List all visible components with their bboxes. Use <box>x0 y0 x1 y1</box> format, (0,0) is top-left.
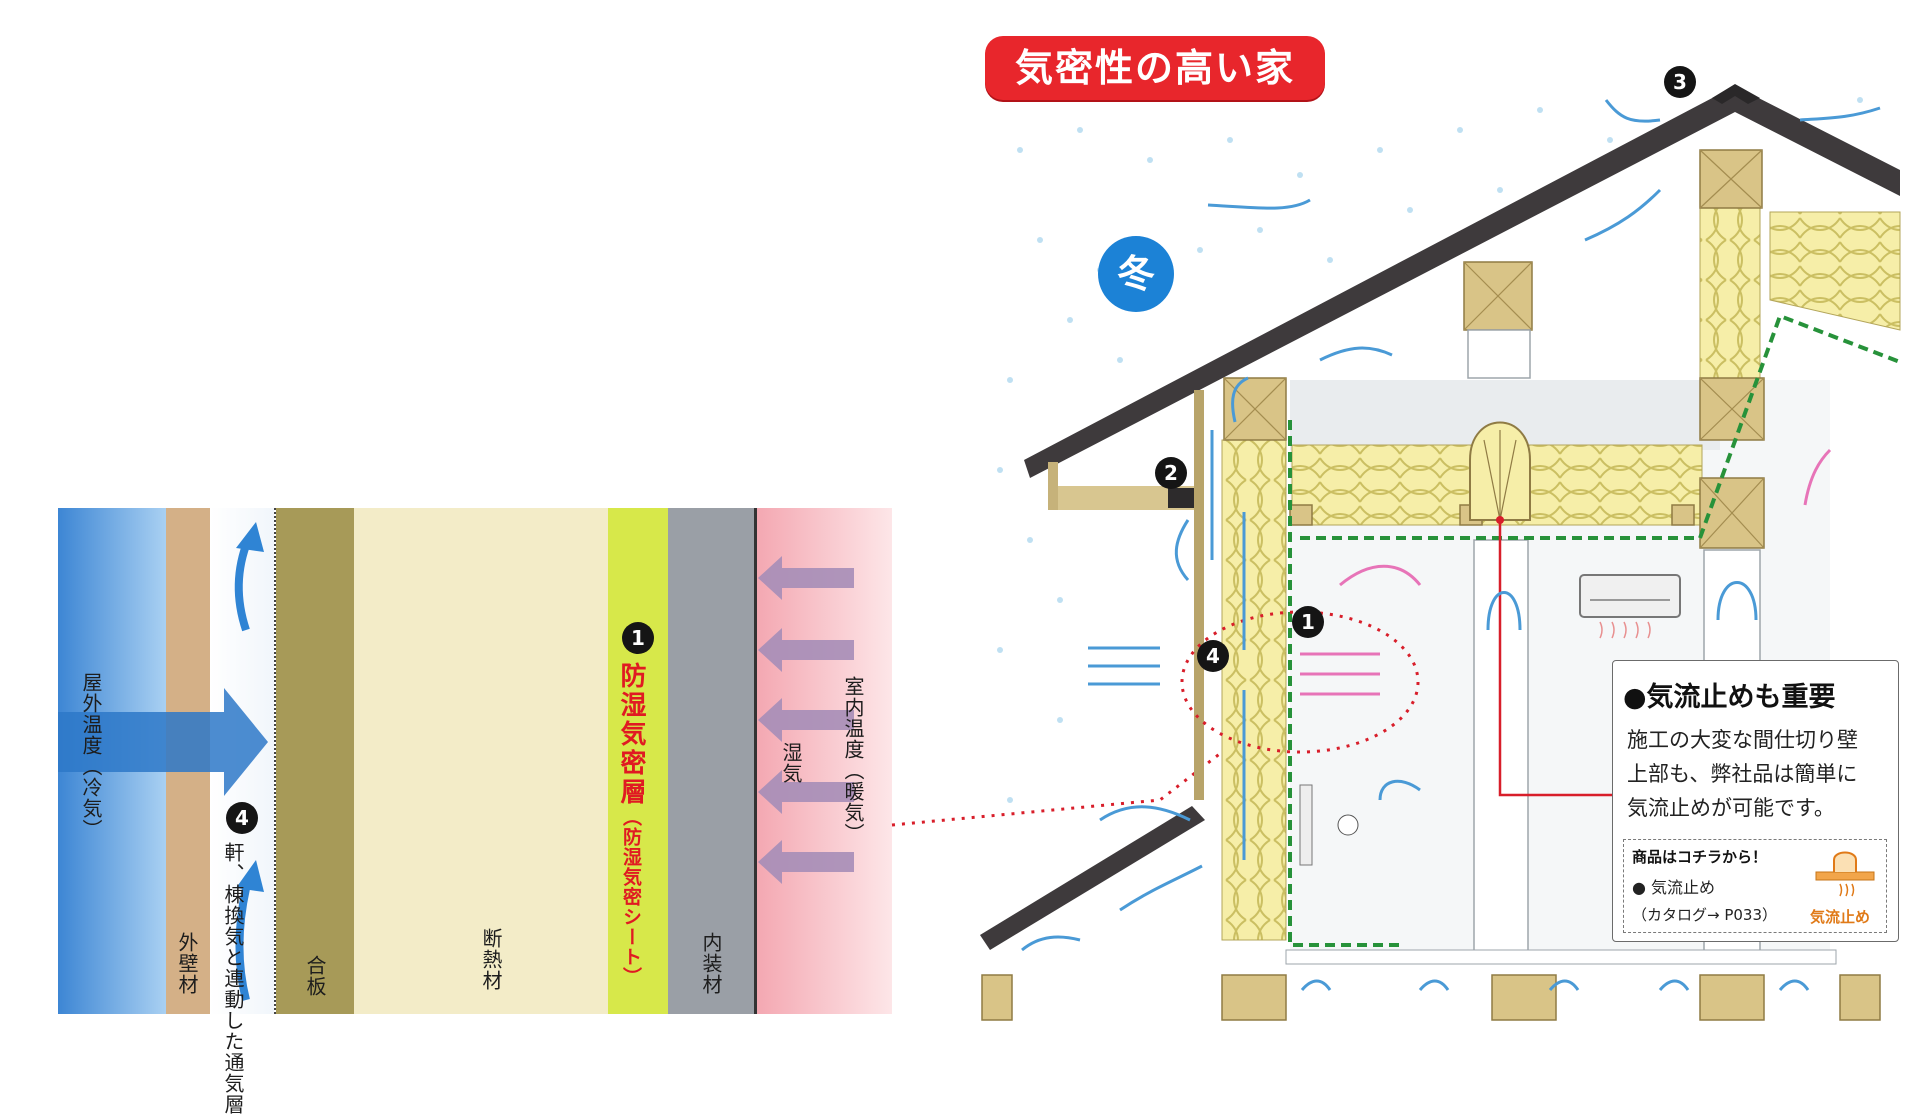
plywood-layer <box>276 508 354 1014</box>
detail-ellipse <box>1180 610 1420 754</box>
exterior-material-label: 外壁材 <box>175 932 199 995</box>
product-box[interactable]: 商品はコチラから！ ● 気流止め （カタログ→ P033） 気流止め <box>1623 839 1887 933</box>
outdoor-temp-label: 屋外温度（冷気） <box>79 672 103 840</box>
humidity-arrows <box>758 556 854 884</box>
product-item[interactable]: ● 気流止め <box>1632 878 1716 897</box>
marker-2: 2 <box>1164 461 1178 485</box>
marker-4-left: 4 <box>226 802 258 834</box>
pink-airflow-arrows <box>1300 448 1832 696</box>
interior-material-label: 内装材 <box>699 932 723 995</box>
ventilation-up-arrow-lower <box>235 879 252 1001</box>
info-title: ●気流止めも重要 <box>1623 682 1836 713</box>
info-body: 施工の大変な間仕切り壁 上部も、弊社品は簡単に 気流止めが可能です。 <box>1627 723 1889 825</box>
products-header: 商品はコチラから！ <box>1632 848 1768 866</box>
snow-dots <box>997 97 1863 803</box>
marker-1: 1 <box>1301 610 1315 634</box>
marker-1-left: 1 <box>622 622 654 654</box>
info-line-1: 施工の大変な間仕切り壁 <box>1627 728 1858 752</box>
info-line-2: 上部も、弊社品は簡単に <box>1627 762 1858 786</box>
info-box: ●気流止めも重要 施工の大変な間仕切り壁 上部も、弊社品は簡単に 気流止めが可能… <box>1612 660 1899 942</box>
marker-3: 3 <box>1673 70 1687 94</box>
airflow-stop-product-icon <box>1815 851 1875 897</box>
moisture-barrier-text: 防湿気密層 <box>616 662 646 807</box>
moisture-barrier-label: 防湿気密層（防湿気密シート） <box>616 662 646 987</box>
wall-section-arrows <box>58 522 1236 1001</box>
insulation-layer <box>354 508 608 1014</box>
season-badge: 冬 <box>1098 236 1174 312</box>
moisture-barrier-layer <box>608 508 668 1014</box>
marker-4: 4 <box>1206 644 1220 668</box>
house-diagram: 2 3 4 1 <box>980 66 1901 1021</box>
plywood-label: 合板 <box>303 955 327 997</box>
catalog-ref: （カタログ→ P033） <box>1632 906 1778 924</box>
lower-roof <box>980 806 1205 950</box>
indoor-temp-label: 室内温度（暖気） <box>841 676 865 844</box>
ridge-vent <box>1712 84 1760 104</box>
humidity-label: 湿気 <box>779 742 803 784</box>
house-title: 気密性の高い家 <box>985 36 1325 100</box>
info-leader <box>1498 520 1612 797</box>
moisture-barrier-sub: （防湿気密シート） <box>620 807 642 987</box>
insulation-label: 断熱材 <box>479 928 503 991</box>
attic-insulation <box>1699 199 1761 381</box>
wall-insulation <box>1221 439 1287 941</box>
detail-connector <box>891 740 1236 827</box>
product-label: 気流止め <box>1810 908 1871 926</box>
air-conditioner <box>1579 574 1681 639</box>
interior-material-layer <box>668 508 757 1014</box>
cold-air-arrow <box>58 688 268 796</box>
blue-airflow-arrows <box>1021 99 1881 991</box>
info-line-3: 気流止めが可能です。 <box>1627 796 1835 820</box>
house-markers <box>1155 66 1696 672</box>
